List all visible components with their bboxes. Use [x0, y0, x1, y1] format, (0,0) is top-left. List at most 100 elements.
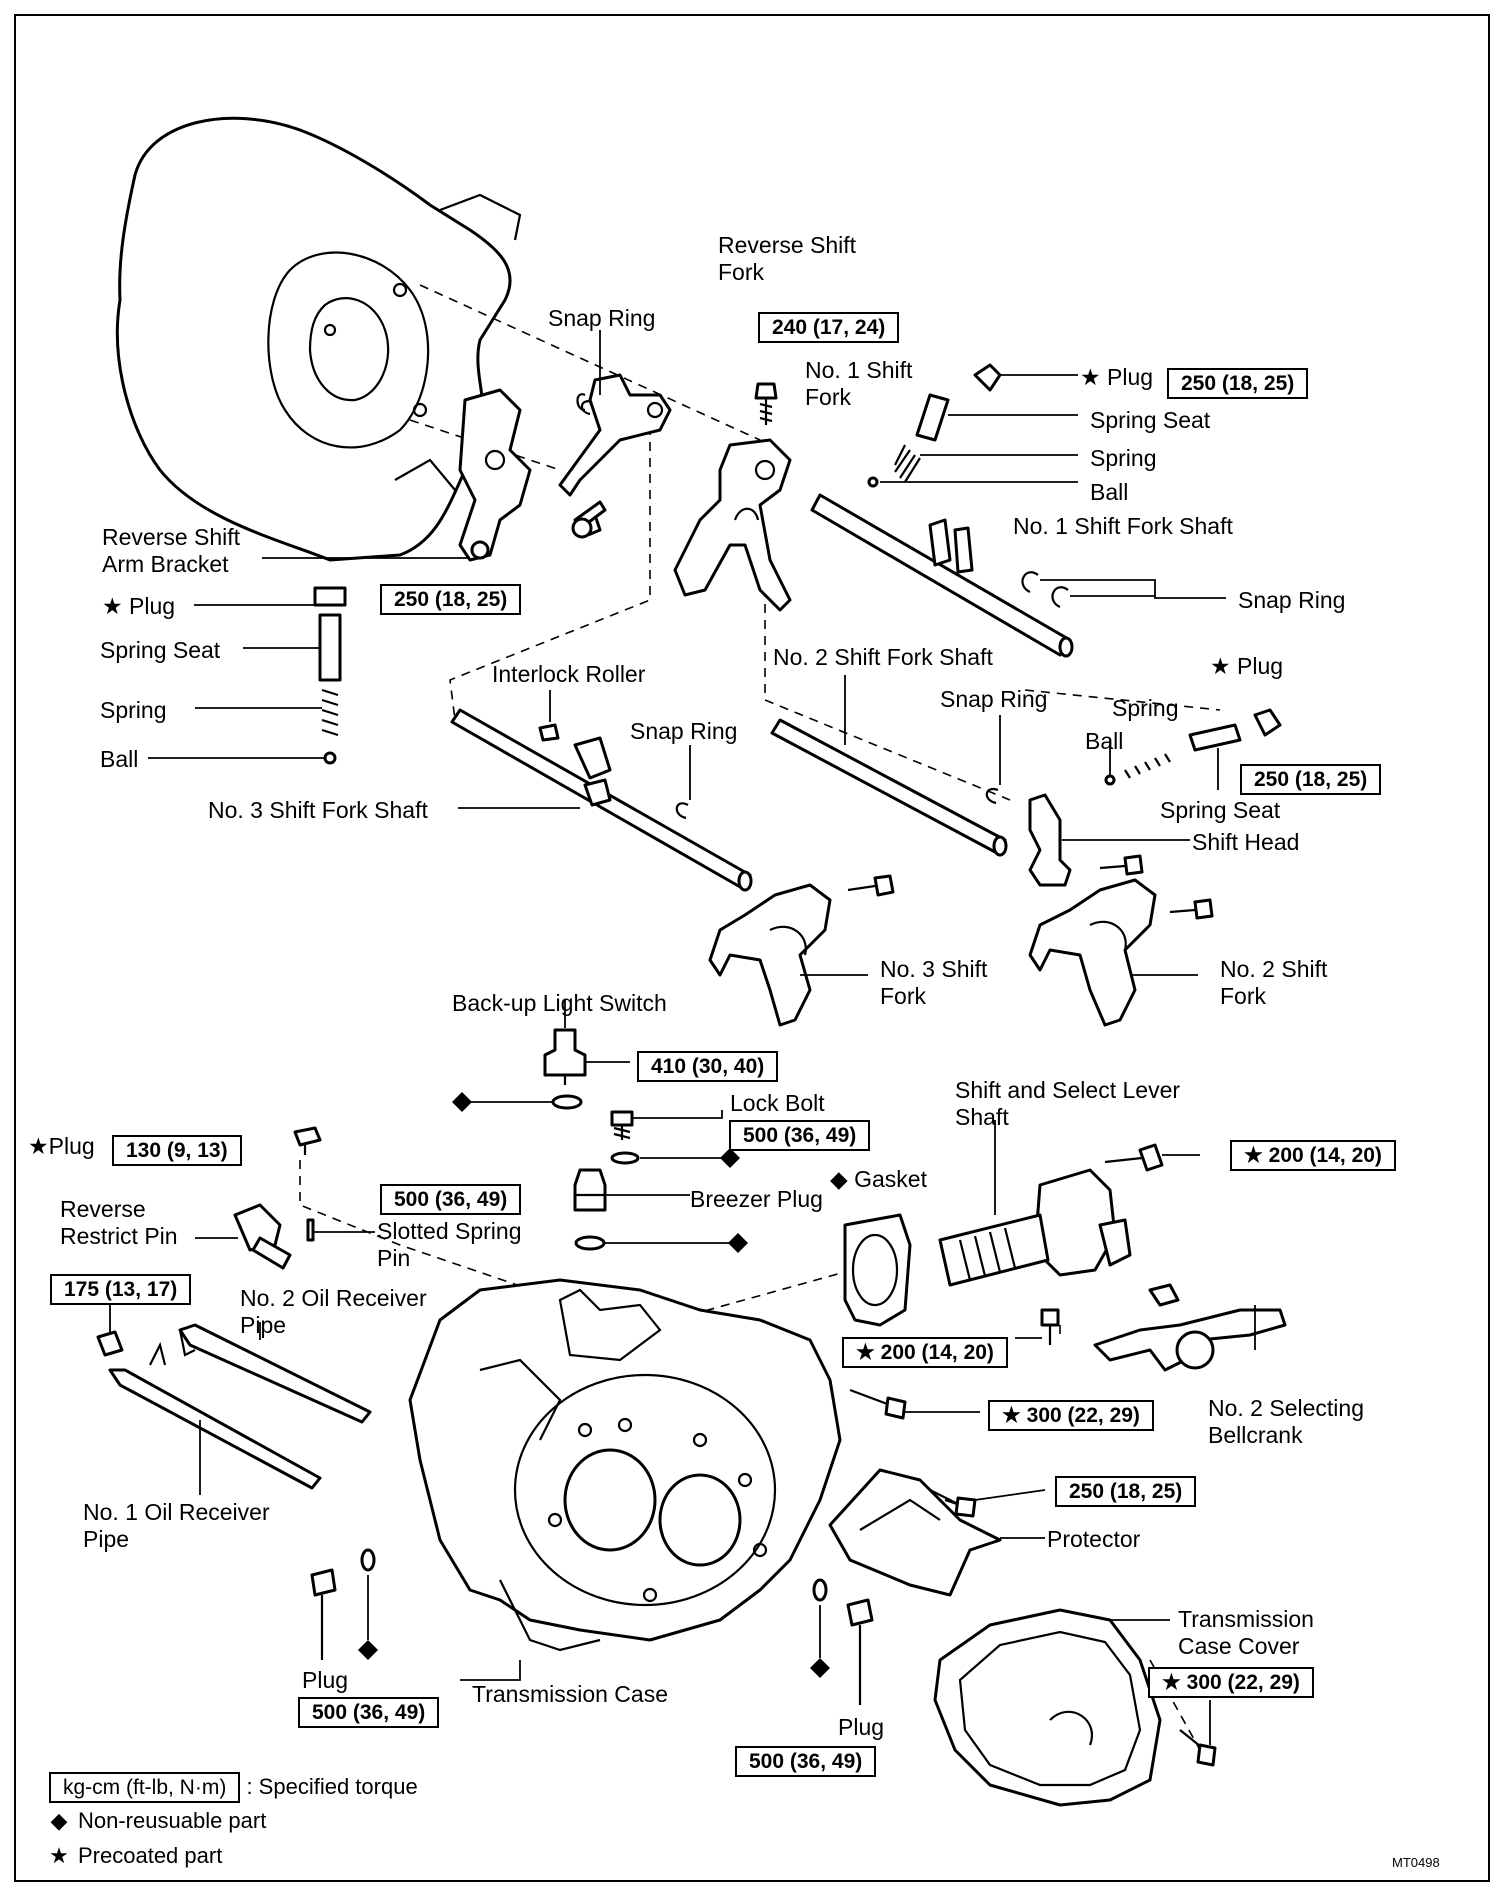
- label-no3-shift-fork: No. 3 Shift Fork: [880, 956, 988, 1009]
- label-no2-shift-fork: No. 2 Shift Fork: [1220, 956, 1328, 1009]
- snap-ring-mid: [675, 745, 691, 820]
- diagram-frame: [14, 14, 1490, 1882]
- label-spring-c: Spring: [1112, 695, 1179, 721]
- label-snap-ring-d: Snap Ring: [940, 686, 1048, 712]
- label-slotted-spring-pin: Slotted Spring Pin: [377, 1218, 522, 1271]
- plug-bottom-mid-set: [812, 1578, 874, 1705]
- label-plug-top: ★ Plug: [1080, 364, 1154, 390]
- lock-bolt: [610, 1110, 725, 1165]
- diamond-markers: [358, 1092, 830, 1678]
- label-plug-right: ★ Plug: [1210, 653, 1284, 679]
- torque-box-200-mid: ★ 200 (14, 20): [842, 1337, 1008, 1368]
- label-interlock-roller: Interlock Roller: [492, 661, 646, 687]
- label-plug-bottom-left: Plug: [302, 1667, 349, 1693]
- plug-130: [293, 1126, 322, 1155]
- label-spring-seat-a: Spring Seat: [1090, 407, 1211, 433]
- label-spring-b: Spring: [100, 697, 167, 723]
- label-backup-light-switch: Back-up Light Switch: [452, 990, 667, 1016]
- label-spring-a: Spring: [1090, 445, 1157, 471]
- legend-torque: kg-cm (ft-lb, N·m) : Specified torque: [49, 1772, 418, 1803]
- snap-rings-right: [1021, 571, 1226, 608]
- torque-box-300-cover: ★ 300 (22, 29): [1148, 1667, 1314, 1698]
- torque-box-250-left: 250 (18, 25): [380, 584, 522, 615]
- legend-torque-box: kg-cm (ft-lb, N·m): [49, 1772, 241, 1803]
- star-icon: ★: [1244, 1144, 1263, 1167]
- no1-oil-receiver-pipe: [108, 1341, 322, 1495]
- shift-head: [1028, 793, 1190, 887]
- torque-box-250-protector: 250 (18, 25): [1055, 1476, 1197, 1507]
- no1-fork-bolt: [754, 382, 778, 425]
- right-detent-set: [1104, 708, 1282, 790]
- reverse-shift-arm-bracket: [458, 388, 532, 562]
- torque-box-500-bottom-left: 500 (36, 49): [298, 1697, 440, 1728]
- bolt-200-mid: [1015, 1308, 1060, 1345]
- label-reverse-shift-arm-bracket: Reverse Shift Arm Bracket: [102, 524, 241, 577]
- reverse-shift-fork: [558, 373, 672, 537]
- bolt-300-cover: [1179, 1700, 1217, 1767]
- breezer-plug: [573, 1168, 730, 1251]
- figure-code: MT0498: [1392, 1855, 1440, 1870]
- transmission-case-cover: [933, 1608, 1170, 1807]
- label-snap-ring-a: Snap Ring: [548, 305, 656, 331]
- star-icon: ★: [1002, 1404, 1021, 1427]
- clutch-housing: [115, 116, 522, 562]
- star-icon: ★: [1162, 1671, 1181, 1694]
- torque-box-250-top: 250 (18, 25): [1167, 368, 1309, 399]
- torque-box-300-mid: ★ 300 (22, 29): [988, 1400, 1154, 1431]
- label-shift-select-lever-shaft: Shift and Select Lever Shaft: [955, 1077, 1181, 1130]
- label-transmission-case-cover: Transmission Case Cover: [1178, 1606, 1314, 1659]
- no2-oil-receiver-pipe: [178, 1322, 372, 1424]
- label-snap-ring-c: Snap Ring: [630, 718, 738, 744]
- interlock-roller: [538, 723, 560, 742]
- transmission-case: [408, 1278, 842, 1681]
- label-lock-bolt: Lock Bolt: [730, 1090, 825, 1116]
- legend-precoated: ★Precoated part: [46, 1843, 222, 1869]
- backup-light-switch: [465, 1000, 630, 1110]
- no2-shift-fork-shaft: [770, 675, 1008, 857]
- no2-selecting-bellcrank: [1093, 1283, 1287, 1372]
- bolt-250-protector: [944, 1489, 1046, 1518]
- label-snap-ring-b: Snap Ring: [1238, 587, 1346, 613]
- torque-box-130: 130 (9, 13): [112, 1135, 242, 1166]
- label-gasket: ◆ Gasket: [830, 1166, 927, 1192]
- bolt-300-mid: [849, 1388, 980, 1420]
- bolt-200-top: [1104, 1143, 1200, 1172]
- diamond-icon: ◆: [830, 1166, 848, 1192]
- bracket-bolt: [571, 500, 607, 539]
- label-reverse-restrict-pin: Reverse Restrict Pin: [60, 1196, 178, 1249]
- torque-box-500-bottom-mid: 500 (36, 49): [735, 1746, 877, 1777]
- reverse-restrict-pin: [195, 1203, 375, 1270]
- star-icon: ★: [1080, 364, 1101, 390]
- snap-ring-top: [580, 330, 601, 416]
- label-ball-c: Ball: [1085, 728, 1124, 754]
- torque-box-500-lock: 500 (36, 49): [729, 1120, 871, 1151]
- label-no2-oil-receiver-pipe: No. 2 Oil Receiver Pipe: [240, 1285, 427, 1338]
- label-spring-seat-c: Spring Seat: [1160, 797, 1281, 823]
- protector: [828, 1468, 1045, 1597]
- label-no2-selecting-bellcrank: No. 2 Selecting Bellcrank: [1208, 1395, 1364, 1448]
- legend-torque-text: : Specified torque: [246, 1774, 418, 1799]
- fork-bolts: [847, 854, 1214, 920]
- label-no1-shift-fork: No. 1 Shift Fork: [805, 357, 913, 410]
- plug-bottom-left-set: [310, 1548, 376, 1660]
- no3-shift-fork-shaft: [450, 708, 753, 892]
- torque-box-200-top: ★ 200 (14, 20): [1230, 1140, 1396, 1171]
- top-detent-set: [867, 363, 1078, 488]
- label-no1-shift-fork-shaft: No. 1 Shift Fork Shaft: [1013, 513, 1233, 539]
- label-plug-mid: ★Plug: [28, 1133, 95, 1159]
- no2-shift-fork: [1028, 878, 1198, 1027]
- label-transmission-case: Transmission Case: [472, 1681, 668, 1707]
- label-plug-left: ★ Plug: [102, 593, 176, 619]
- label-shift-head: Shift Head: [1192, 829, 1300, 855]
- torque-box-410: 410 (30, 40): [637, 1051, 779, 1082]
- label-no3-shift-fork-shaft: No. 3 Shift Fork Shaft: [208, 797, 428, 823]
- label-spring-seat-b: Spring Seat: [100, 637, 221, 663]
- label-protector: Protector: [1047, 1526, 1141, 1552]
- label-plug-bottom-mid: Plug: [838, 1714, 885, 1740]
- diamond-icon: ◆: [50, 1808, 68, 1833]
- torque-box-240: 240 (17, 24): [758, 312, 900, 343]
- label-ball-a: Ball: [1090, 479, 1129, 505]
- star-icon: ★: [1210, 653, 1231, 679]
